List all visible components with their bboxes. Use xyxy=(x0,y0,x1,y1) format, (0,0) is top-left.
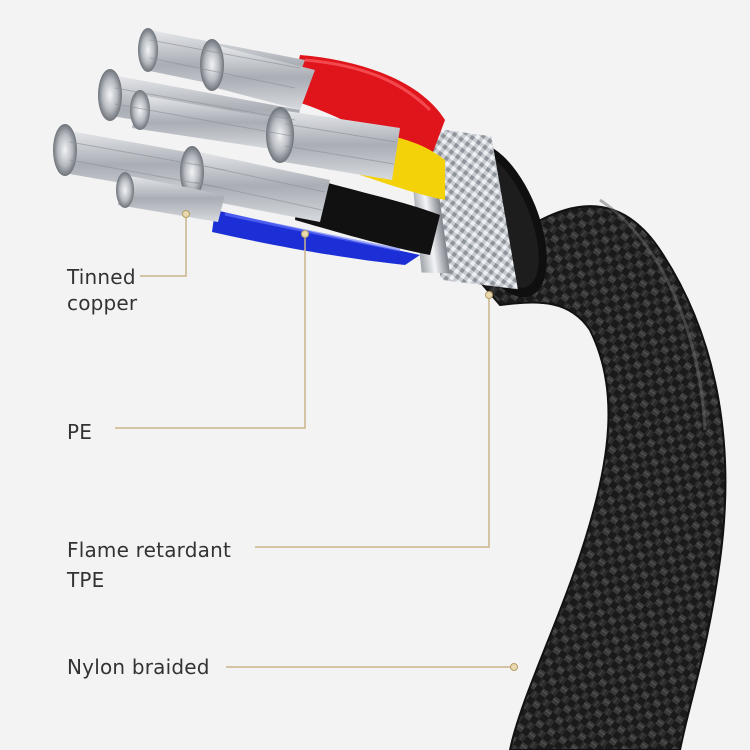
tinned-copper-strands xyxy=(53,28,400,222)
label-pe: PE xyxy=(67,420,93,444)
label-tinned-copper: Tinned copper xyxy=(67,265,138,315)
dot-flame-retardant xyxy=(485,291,493,299)
leader-dots xyxy=(182,210,518,671)
leader-pe xyxy=(115,234,306,429)
label-nylon-braided: Nylon braided xyxy=(67,655,210,679)
dot-nylon xyxy=(510,663,518,671)
dot-pe xyxy=(301,230,309,238)
nylon-braided-cable xyxy=(468,198,727,750)
leader-flame-retardant xyxy=(255,295,490,548)
label-flame-retardant-tpe: Flame retardant TPE xyxy=(67,538,231,592)
leader-tinned-copper xyxy=(140,214,187,277)
leader-lines xyxy=(115,214,514,668)
dot-tinned-copper xyxy=(182,210,190,218)
